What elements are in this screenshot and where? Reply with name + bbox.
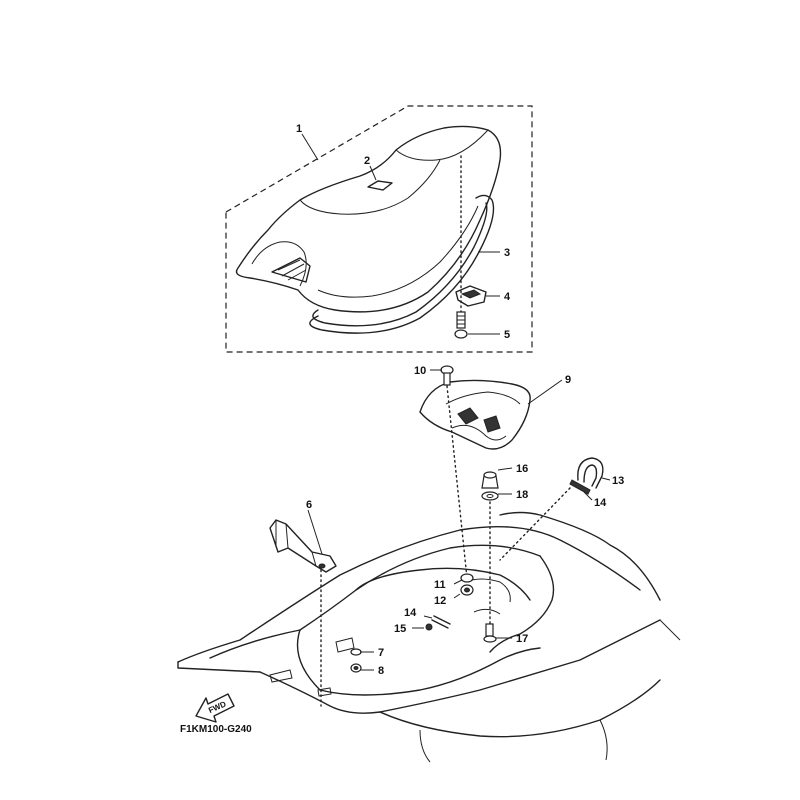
callout-4: 4 (504, 291, 511, 303)
hull-deck (177, 511, 681, 763)
u-bolt[interactable] (569, 457, 604, 495)
u-bolt-axis (499, 487, 571, 561)
callout-1: 1 (296, 123, 302, 135)
seat-hook-bracket[interactable] (455, 285, 487, 307)
callout-2: 2 (364, 155, 370, 167)
callout-7: 7 (378, 647, 384, 659)
seat-gasket[interactable] (309, 194, 495, 334)
callout-17: 17 (516, 633, 528, 645)
callout-3: 3 (504, 247, 510, 259)
seat[interactable] (235, 125, 502, 313)
callout-14-upper: 14 (594, 497, 607, 509)
callout-15: 15 (394, 623, 406, 635)
nut[interactable] (350, 648, 362, 656)
collar[interactable] (460, 573, 474, 583)
pin-lower[interactable] (431, 615, 451, 629)
callout-8: 8 (378, 665, 384, 677)
bolt-15[interactable] (425, 623, 433, 631)
callout-13: 13 (612, 475, 624, 487)
callout-9: 9 (565, 374, 571, 386)
rear-cover[interactable] (419, 379, 531, 450)
cover-screw[interactable] (440, 365, 454, 386)
callout-18: 18 (516, 489, 528, 501)
callout-5: 5 (504, 329, 510, 341)
forward-direction-arrow: FWD (195, 693, 235, 723)
washer[interactable] (481, 491, 499, 501)
callout-16: 16 (516, 463, 528, 475)
grommet[interactable] (460, 584, 474, 596)
stay-bracket[interactable] (269, 519, 337, 573)
callout-12: 12 (434, 595, 446, 607)
seat-bolt[interactable] (454, 311, 468, 339)
diagram-code: F1KM100-G240 (180, 724, 252, 735)
callout-11: 11 (434, 579, 446, 591)
lock-washer[interactable] (350, 663, 362, 673)
bolt-17[interactable] (483, 623, 497, 643)
callout-10: 10 (414, 365, 426, 377)
fwd-label: FWD (207, 699, 228, 715)
damper[interactable] (481, 471, 499, 489)
seat-assembly-boundary (225, 105, 533, 353)
callout-6: 6 (306, 499, 312, 511)
callout-14-lower: 14 (404, 607, 417, 619)
